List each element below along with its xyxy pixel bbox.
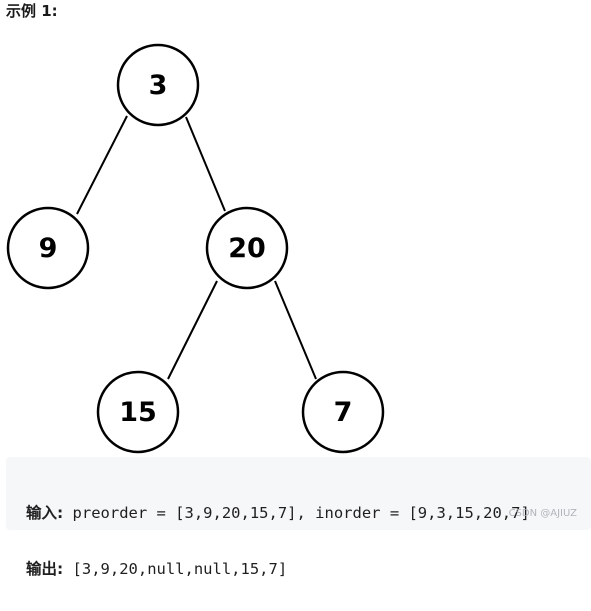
tree-node-3: 3 [116, 43, 200, 127]
tree-node-7: 7 [301, 370, 385, 454]
output-value: [3,9,20,null,null,15,7] [63, 560, 288, 578]
binary-tree-diagram: 3 9 20 15 7 [6, 43, 385, 454]
node-label-3: 3 [149, 70, 168, 101]
edge-3-9 [76, 115, 128, 215]
edge-20-15 [167, 280, 218, 380]
output-label: 输出: [26, 560, 64, 578]
watermark: CSDN @AJIUZ [508, 508, 577, 519]
input-line: 输入: preorder = [3,9,20,15,7], inorder = … [26, 499, 591, 527]
edge-3-20 [185, 116, 226, 212]
node-label-15: 15 [119, 397, 157, 428]
edge-20-7 [274, 280, 317, 380]
example-code-block: 输入: preorder = [3,9,20,15,7], inorder = … [6, 457, 591, 578]
tree-node-9: 9 [6, 206, 90, 290]
node-label-9: 9 [39, 233, 58, 264]
tree-node-15: 15 [96, 370, 180, 454]
tree-node-20: 20 [205, 206, 289, 290]
output-line: 输出: [3,9,20,null,null,15,7] [26, 555, 591, 583]
node-label-20: 20 [228, 233, 266, 264]
input-value: preorder = [3,9,20,15,7], inorder = [9,3… [63, 504, 530, 522]
tree-edges [76, 115, 317, 380]
node-label-7: 7 [334, 397, 353, 428]
input-label: 输入: [26, 504, 64, 522]
example-title: 示例 1: [6, 2, 58, 20]
